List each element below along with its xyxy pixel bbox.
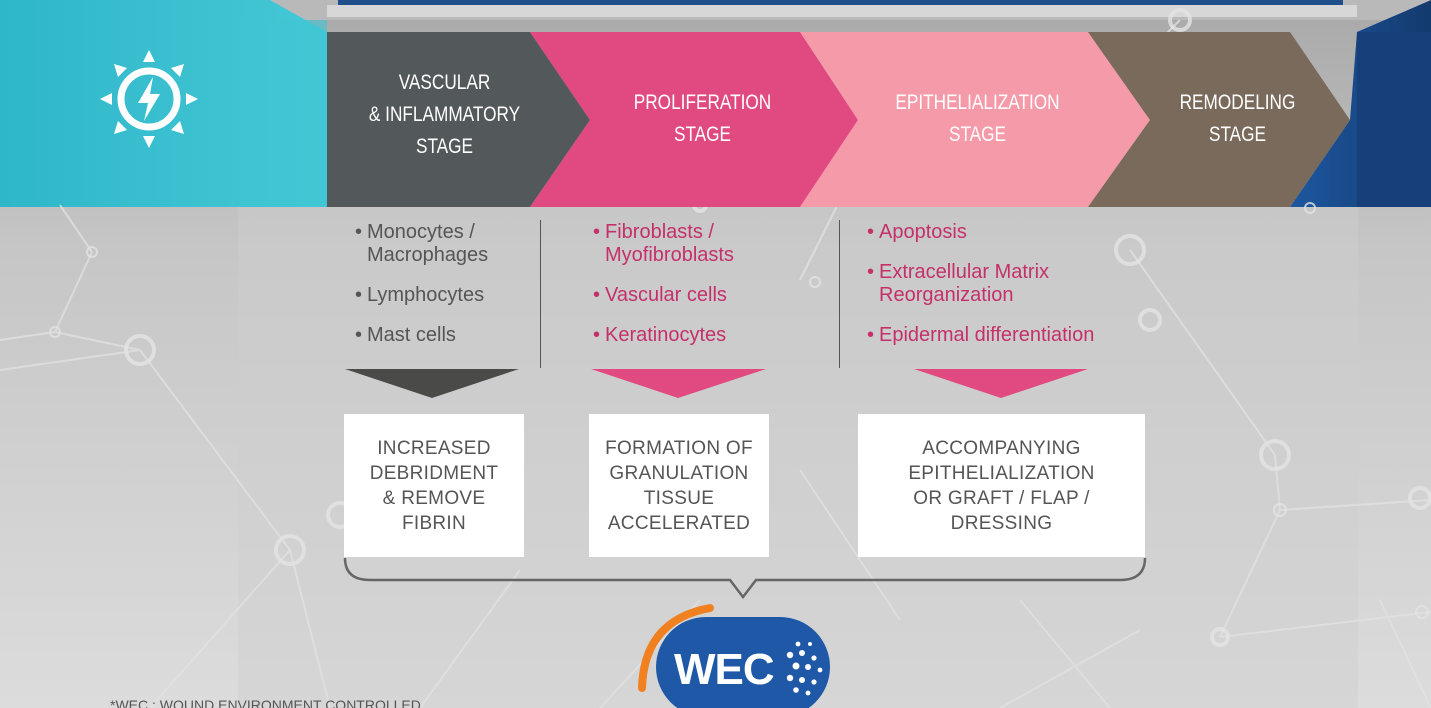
wec-logo [638, 604, 830, 708]
list-item: Mast cells [355, 324, 535, 347]
list-item: Keratinocytes [593, 324, 793, 347]
stage-chevron-row [327, 32, 1350, 207]
down-arrow-pink [591, 369, 766, 398]
list-item: Epidermal differentiation [867, 324, 1137, 347]
column-divider [540, 220, 541, 368]
bracket [343, 557, 1147, 600]
cell-list-proliferation: Fibroblasts / Myofibroblasts Vascular ce… [593, 221, 793, 364]
list-item: Apoptosis [867, 221, 1137, 244]
cell-list-vascular: Monocytes / Macrophages Lymphocytes Mast… [355, 221, 535, 364]
list-item: Vascular cells [593, 284, 793, 307]
result-box-epithelialization: ACCOMPANYING EPITHELIALIZATION OR GRAFT … [858, 414, 1145, 557]
down-arrow-dark [345, 369, 519, 398]
down-arrow-pink [914, 369, 1088, 398]
stage-remodeling-chevron [1088, 32, 1350, 207]
result-box-granulation: FORMATION OF GRANULATION TISSUE ACCELERA… [589, 414, 769, 557]
list-item: Extracellular Matrix Reorganization [867, 261, 1137, 307]
list-item: Monocytes / Macrophages [355, 221, 535, 267]
stage-proliferation-chevron [530, 32, 858, 207]
stage-vascular-label: VASCULAR & INFLAMMATORY STAGE [368, 71, 521, 158]
stage-remodeling-label: REMODELING STAGE [1179, 91, 1296, 146]
stage-epithelialization-label: EPITHELIALIZATION STAGE [895, 91, 1060, 146]
list-item: Fibroblasts / Myofibroblasts [593, 221, 793, 267]
cell-list-epithelialization: Apoptosis Extracellular Matrix Reorganiz… [867, 221, 1137, 364]
footnote: *WEC : WOUND ENVIRONMENT CONTROLLED [110, 697, 421, 708]
wec-logo-text: WEC [674, 645, 775, 694]
list-item: Lymphocytes [355, 284, 535, 307]
stage-proliferation-label: PROLIFERATION STAGE [633, 91, 772, 146]
stage-epithelialization-chevron [800, 32, 1150, 207]
column-divider [839, 220, 840, 368]
stage-vascular-chevron [327, 32, 590, 207]
sun-lightning-icon [100, 50, 198, 148]
result-box-debridement: INCREASED DEBRIDMENT & REMOVE FIBRIN [344, 414, 524, 557]
